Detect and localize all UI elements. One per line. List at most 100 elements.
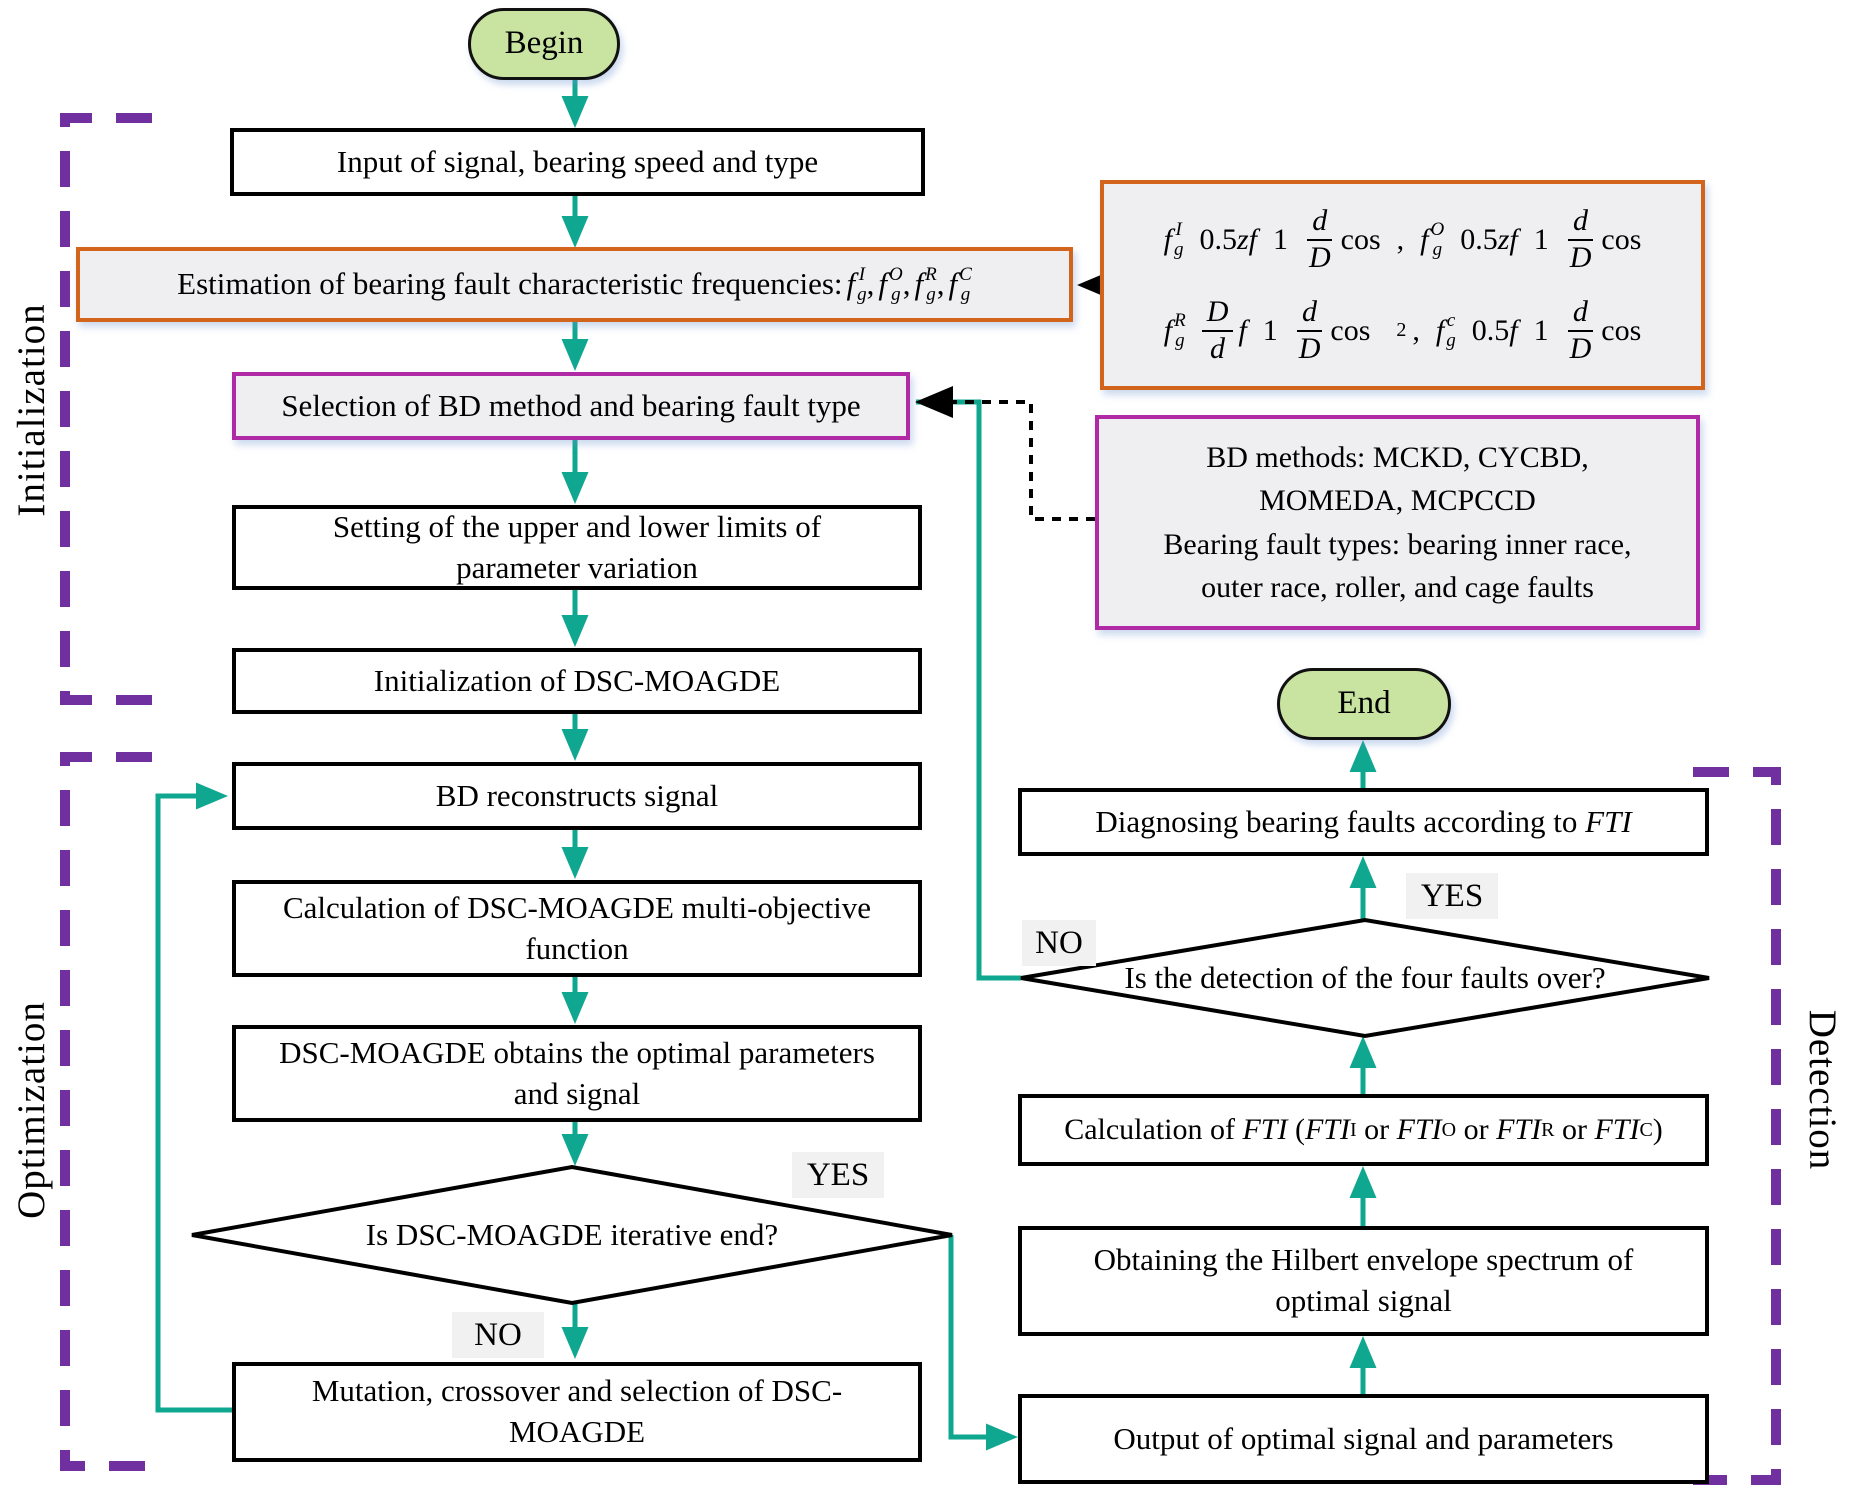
begin-label: Begin (504, 25, 584, 62)
bd-reconstructs-label: BD reconstructs signal (435, 777, 719, 813)
bd-methods-box: BD methods: MCKD, CYCBD, MOMEDA, MCPCCD … (1095, 415, 1700, 630)
section-label-initialization: Initialization (10, 303, 53, 517)
no-tag-detection: NO (1022, 920, 1096, 966)
initialization-bracket (60, 113, 152, 705)
fti-italic: FTI (1496, 1113, 1542, 1147)
num: 1 (1533, 313, 1549, 347)
bd-methods-line4: outer race, roller, and cage faults (1201, 571, 1594, 604)
iterative-diamond-label: Is DSC-MOAGDE iterative end? (365, 1217, 779, 1252)
var: zf (1497, 222, 1518, 256)
comma: , (1412, 313, 1420, 347)
setting-label: Setting of the upper and lower limits of… (332, 508, 822, 585)
init-dsc-node: Initialization of DSC-MOAGDE (232, 648, 922, 714)
cos: cos (1601, 222, 1642, 256)
fti-italic: FTI (1594, 1113, 1640, 1147)
calc-multi-node: Calculation of DSC-MOAGDE multi-objectiv… (232, 880, 922, 977)
yes-tag-detection: YES (1406, 873, 1498, 919)
detection-diamond-text: Is the detection of the four faults over… (1065, 953, 1665, 1003)
iterative-diamond-text: Is DSC-MOAGDE iterative end? (292, 1210, 852, 1260)
fti-italic: FTI (1304, 1113, 1350, 1147)
selection-label: Selection of BD method and bearing fault… (281, 387, 861, 423)
cos: cos (1340, 222, 1381, 256)
estimation-text: Estimation of bearing fault characterist… (177, 266, 843, 302)
or-text: or (1463, 1113, 1489, 1147)
input-label: Input of signal, bearing speed and type (336, 143, 819, 179)
yes-tag-iterative: YES (792, 1152, 884, 1198)
diagnosing-label: Diagnosing bearing faults according to (1095, 803, 1578, 839)
comma: , (902, 266, 911, 302)
fti-italic: FTI (1242, 1113, 1288, 1147)
exponent-2: 2 (1396, 319, 1407, 342)
selection-node: Selection of BD method and bearing fault… (232, 372, 910, 440)
comma: , (936, 266, 945, 302)
fti-sup-C: C (1639, 1118, 1653, 1141)
fti-italic: FTI (1585, 803, 1632, 839)
hilbert-label: Obtaining the Hilbert envelope spectrum … (1093, 1242, 1634, 1318)
no-tag-iterative: NO (452, 1312, 544, 1358)
or-text: or (1561, 1113, 1587, 1147)
fti-sup-R: R (1541, 1118, 1555, 1141)
coef: 0.5 (1471, 313, 1510, 347)
loop-diamond-yes-to-output (948, 1235, 1018, 1451)
end-node: End (1277, 668, 1451, 740)
diagnosing-node: Diagnosing bearing faults according to F… (1018, 788, 1709, 856)
mutation-node: Mutation, crossover and selection of DSC… (232, 1362, 922, 1462)
loop-detection-no-to-selection (916, 399, 1021, 981)
detection-diamond-shape (1020, 917, 1710, 1039)
var: zf (1236, 222, 1257, 256)
coef: 0.5 (1199, 222, 1237, 256)
bd-reconstructs-node: BD reconstructs signal (232, 762, 922, 830)
detection-diamond-label: Is the detection of the four faults over… (1124, 960, 1606, 995)
output-label: Output of optimal signal and parameters (1113, 1420, 1614, 1456)
setting-node: Setting of the upper and lower limits of… (232, 505, 922, 590)
bd-methods-line2: MOMEDA, MCPCCD (1259, 484, 1536, 517)
hilbert-node: Obtaining the Hilbert envelope spectrum … (1018, 1226, 1709, 1336)
detection-bracket (1693, 767, 1781, 1485)
input-node: Input of signal, bearing speed and type (230, 128, 925, 196)
optimization-bracket (60, 752, 152, 1471)
dsc-obtains-label: DSC-MOAGDE obtains the optimal parameter… (279, 1034, 875, 1111)
calc-multi-label: Calculation of DSC-MOAGDE multi-objectiv… (282, 889, 872, 966)
num: 1 (1533, 222, 1549, 256)
coef: 0.5 (1460, 222, 1498, 256)
bd-methods-line3: Bearing fault types: bearing inner race, (1163, 527, 1632, 561)
comma: , (1396, 222, 1405, 256)
num: 1 (1262, 313, 1278, 347)
mutation-label: Mutation, crossover and selection of DSC… (311, 1373, 843, 1449)
iterative-diamond-shape (191, 1164, 953, 1306)
loop-mutation-to-bdreconstructs (155, 782, 232, 1413)
or-text: or (1364, 1113, 1390, 1147)
dsc-obtains-node: DSC-MOAGDE obtains the optimal parameter… (232, 1025, 922, 1122)
end-label: End (1337, 685, 1391, 722)
cos: cos (1601, 313, 1642, 347)
cos: cos (1330, 313, 1371, 347)
var: f (1509, 313, 1518, 347)
section-label-optimization: Optimization (10, 1001, 53, 1219)
begin-node: Begin (468, 8, 620, 80)
num: 1 (1272, 222, 1288, 256)
fti-sup-I: I (1349, 1118, 1357, 1141)
calc-fti-prefix: Calculation of (1064, 1113, 1235, 1147)
estimation-node: Estimation of bearing fault characterist… (76, 247, 1073, 322)
section-label-detection: Detection (1801, 1009, 1844, 1171)
paren-close: ) (1652, 1113, 1663, 1147)
fti-italic: FTI (1396, 1113, 1442, 1147)
dashed-link-bdmethods-to-selection (915, 386, 1095, 521)
